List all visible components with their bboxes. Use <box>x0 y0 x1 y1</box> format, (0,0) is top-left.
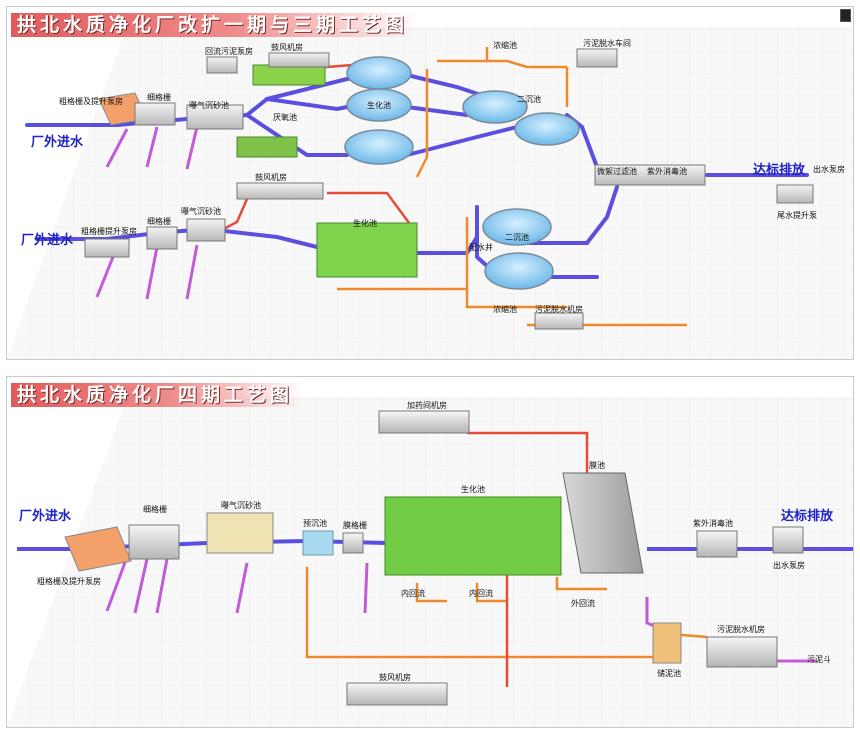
label-blower: 鼓风机房 <box>271 43 303 52</box>
air-pipes-4 <box>467 431 589 687</box>
label-sec-2: 二沉池 <box>505 233 529 242</box>
label-fine-4: 细格栅 <box>143 505 167 514</box>
label-dewater-2: 污泥脱水机房 <box>535 305 583 314</box>
inflow-b-label: 厂外进水 <box>21 233 74 248</box>
label-outer: 外回流 <box>571 599 595 608</box>
label-coarse-4: 粗格栅及提升泵房 <box>37 577 101 586</box>
label-grit: 曝气沉砂池 <box>189 101 229 110</box>
label-sludge-pump: 回流污泥泵房 <box>205 47 253 56</box>
buildings-4 <box>64 410 804 706</box>
label-inner-2: 内回流 <box>469 589 493 598</box>
label-grit-2: 曝气沉砂池 <box>181 207 221 216</box>
panel-phase-1-3: 拱北水质净化厂改扩一期与三期工艺图 厂外进水 厂外进水 达标排放 粗格栅及提升泵… <box>6 6 854 360</box>
label-sec-clar: 二沉池 <box>517 95 541 104</box>
label-fine2-4: 膜格栅 <box>343 521 367 530</box>
buildings-row-2 <box>84 182 584 330</box>
panel-1-title: 拱北水质净化厂改扩一期与三期工艺图 <box>11 13 419 37</box>
diagram-canvas-2 <box>7 397 853 727</box>
label-tail-pump: 尾水提升泵 <box>777 211 817 220</box>
label-membrane: 膜池 <box>589 461 605 470</box>
label-blower-2: 鼓风机房 <box>255 173 287 182</box>
label-pre: 预沉池 <box>303 519 327 528</box>
label-uv-4: 紫外消毒池 <box>693 519 733 528</box>
label-grit-4: 曝气沉砂池 <box>221 501 261 510</box>
panel-phase-4: 拱北水质净化厂四期工艺图 厂外进水 达标排放 加药间机房 粗格栅及提升泵房 细格… <box>6 376 854 728</box>
drain-pipes-4 <box>105 556 817 663</box>
label-uv: 紫外消毒池 <box>647 167 687 176</box>
label-outfall: 出水泵房 <box>813 165 845 174</box>
label-dewater-top: 污泥脱水车间 <box>583 39 631 48</box>
label-conc-4: 储泥池 <box>657 669 681 678</box>
inflow-label-4: 厂外进水 <box>19 509 72 524</box>
label-bio-4: 生化池 <box>461 485 485 494</box>
label-conc-2: 浓缩池 <box>493 305 517 314</box>
label-bio-2: 生化池 <box>353 219 377 228</box>
label-dosing: 加药间机房 <box>407 401 447 410</box>
label-fine-screen: 细格栅 <box>147 93 171 102</box>
label-sludge-out: 污泥斗 <box>807 655 831 664</box>
diagram-canvas-1 <box>7 27 853 359</box>
outflow-label: 达标排放 <box>753 163 806 178</box>
label-coarse-screen: 粗格栅及提升泵房 <box>59 97 123 106</box>
label-filter: 微絮过滤池 <box>597 167 637 176</box>
label-dewater-4: 污泥脱水机房 <box>717 625 765 634</box>
label-inner-1: 内回流 <box>401 589 425 598</box>
label-anoxic: 厌氧池 <box>273 113 297 122</box>
outflow-label-4: 达标排放 <box>781 509 834 524</box>
label-concentrate: 浓缩池 <box>493 41 517 50</box>
clarifier-pools <box>344 56 580 290</box>
panel-2-title: 拱北水质净化厂四期工艺图 <box>11 383 304 407</box>
label-distrib: 配水井 <box>469 243 493 252</box>
inflow-a-label: 厂外进水 <box>31 135 84 150</box>
label-coarse-2: 粗格栅提升泵房 <box>81 227 137 236</box>
label-fine-2: 细格栅 <box>147 217 171 226</box>
buildings-row-1 <box>98 48 814 204</box>
label-blower-4: 鼓风机房 <box>379 673 411 682</box>
label-outfall-4: 出水泵房 <box>773 561 805 570</box>
window-icon[interactable] <box>840 9 851 22</box>
label-bio: 生化池 <box>367 101 391 110</box>
